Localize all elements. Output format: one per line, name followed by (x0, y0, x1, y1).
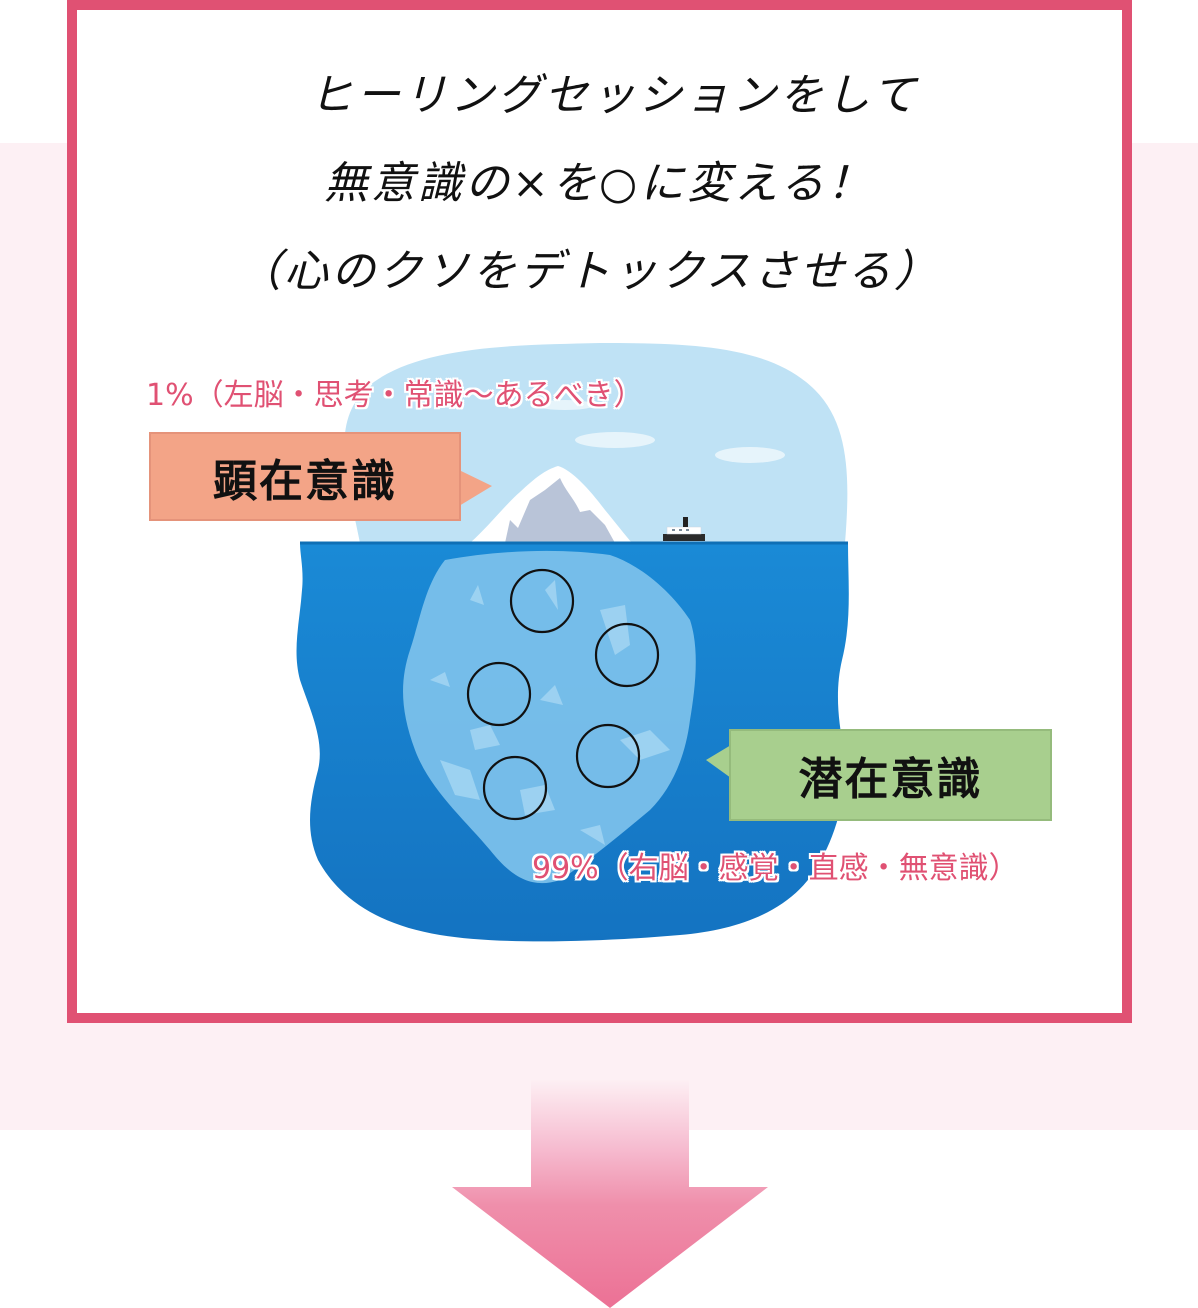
headline-line-2: 無意識の×を○に変える！ (324, 158, 874, 209)
headline-line-3: （心のクソをデトックスさせる） (237, 246, 941, 297)
iceberg-facets (430, 580, 670, 845)
down-arrow-icon (452, 1079, 768, 1308)
subconscious-label-text: 潜在意識 (798, 754, 983, 805)
circle-marker-5 (482, 755, 548, 821)
headline-line-1: ヒーリングセッションをして (309, 70, 919, 121)
circle-marker-3 (466, 661, 532, 727)
headline: ヒーリングセッションをして 無意識の×を○に変える！ （心のクソをデトックスさせ… (0, 52, 1198, 316)
circle-marker-4 (575, 723, 641, 789)
iceberg-illustration (296, 343, 849, 942)
conscious-percent-text: 1%（左脳・思考・常識〜あるべき） (146, 378, 644, 413)
ship-icon (663, 517, 705, 541)
iceberg-tip (470, 466, 632, 543)
conscious-label-text: 顕在意識 (213, 455, 397, 507)
subconscious-callout-tail (706, 745, 731, 778)
subconscious-label: 潜在意識 (729, 729, 1052, 821)
circle-marker-2 (594, 622, 660, 688)
conscious-callout-tail (459, 470, 492, 506)
conscious-label: 顕在意識 (149, 432, 461, 521)
subconscious-percent-text: 99%（右脳・感覚・直感・無意識） (532, 851, 1019, 886)
circle-marker-1 (509, 568, 575, 634)
circle-markers (466, 568, 660, 821)
